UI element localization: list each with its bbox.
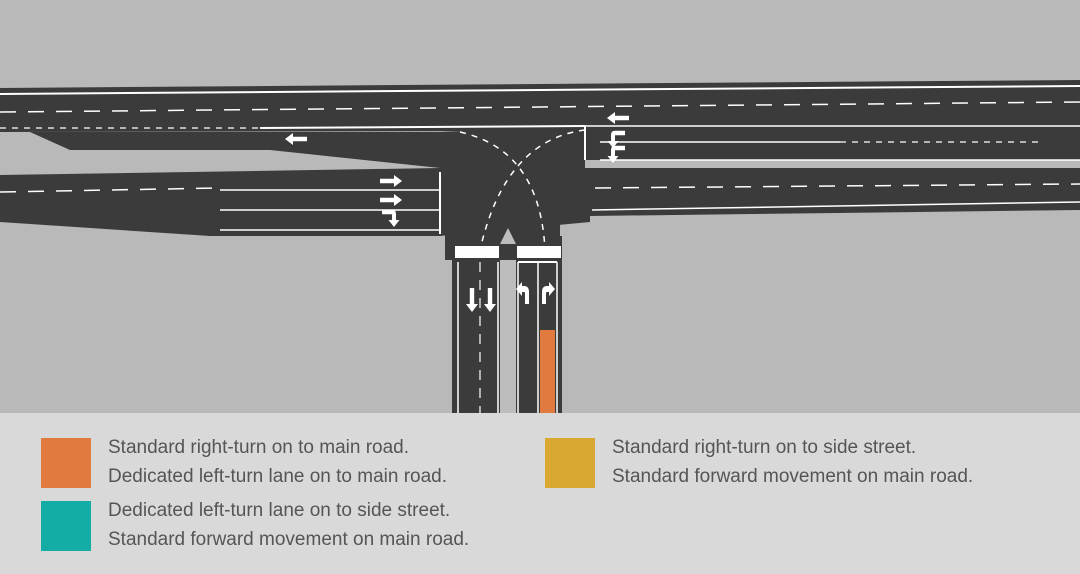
legend-text: Standard right-turn on to main road. Ded…	[108, 433, 447, 491]
westbound-turn-lanes	[580, 126, 1080, 160]
legend-text: Standard right-turn on to side street. S…	[612, 433, 973, 491]
legend-line: Dedicated left-turn lane on to side stre…	[108, 500, 451, 521]
legend-line: Standard forward movement on main road.	[612, 466, 974, 487]
arrow-left-turn-icon	[516, 282, 529, 304]
legend: Standard right-turn on to main road. Ded…	[0, 413, 1080, 574]
legend-swatch-yellow	[545, 438, 595, 488]
lane-divider	[0, 101, 1080, 113]
lane-divider	[0, 187, 221, 193]
legend-swatch-orange	[41, 438, 91, 488]
edge-line	[0, 85, 1080, 95]
median-island	[500, 228, 516, 244]
legend-line: Standard right-turn on to main road.	[108, 437, 410, 458]
merge-lane	[30, 132, 500, 168]
side-street-median	[500, 260, 516, 413]
legend-line: Standard forward movement on main road.	[108, 529, 470, 550]
intersection-diagram	[0, 80, 1080, 413]
highlighted-lane	[540, 330, 555, 413]
legend-text: Dedicated left-turn lane on to side stre…	[108, 496, 469, 554]
legend-line: Dedicated left-turn lane on to main road…	[108, 466, 448, 487]
arrow-right-turn-icon	[542, 282, 555, 304]
edge-line	[259, 125, 586, 129]
turn-guide	[479, 129, 586, 251]
turn-guide	[459, 131, 546, 251]
legend-line: Standard right-turn on to side street.	[612, 437, 917, 458]
edge-line	[591, 201, 1080, 211]
junction-box	[440, 126, 585, 260]
crosswalk	[455, 246, 499, 258]
lane-divider	[594, 183, 1080, 189]
crosswalk	[517, 246, 561, 258]
legend-swatch-teal	[41, 501, 91, 551]
